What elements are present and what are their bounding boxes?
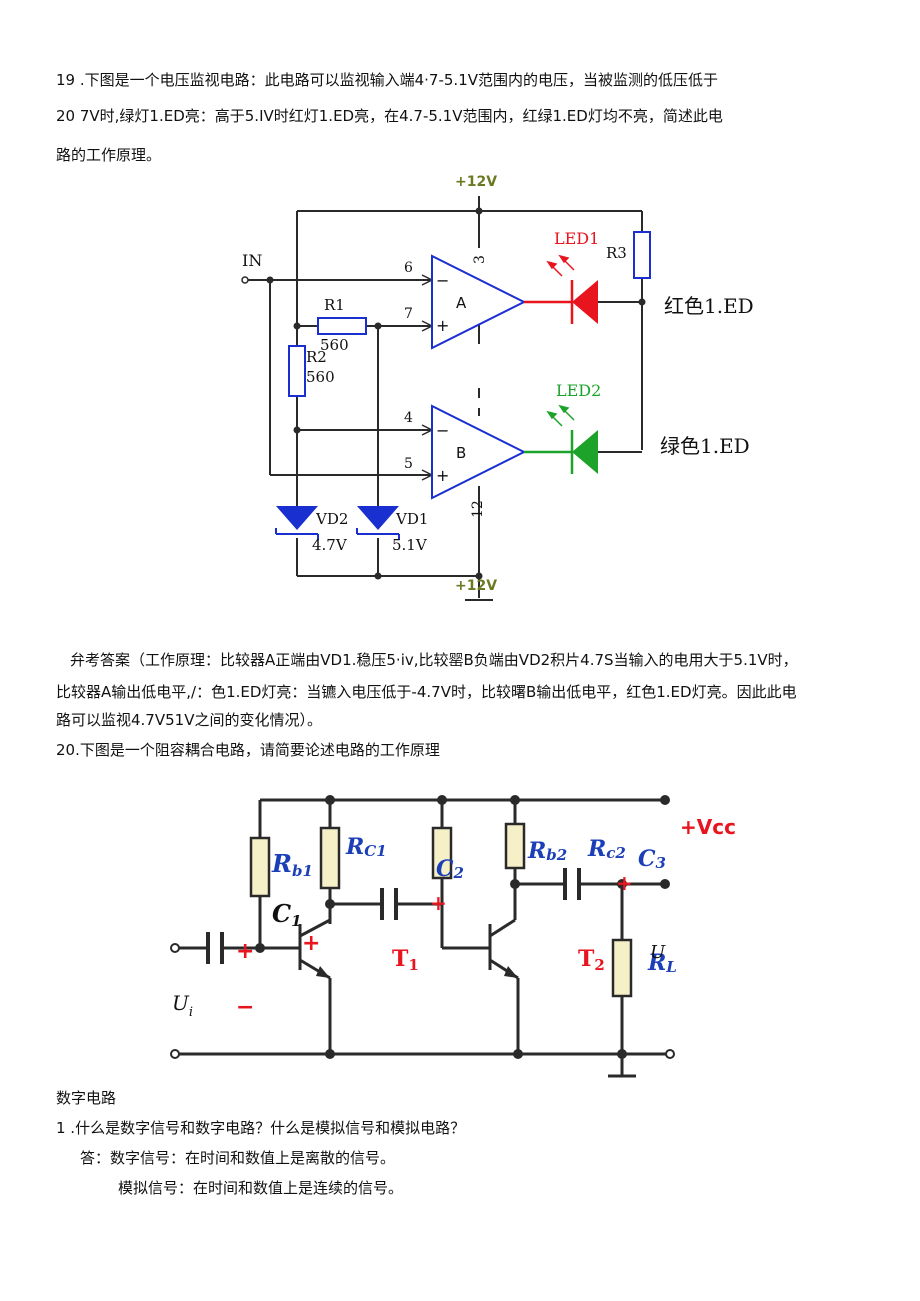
opamp-a-label: A <box>456 294 467 312</box>
r3-label: R3 <box>606 244 627 262</box>
opamp-a-plus: + <box>436 316 449 335</box>
supply-top-label: +12V <box>455 174 497 190</box>
rc2-label: Rc2 <box>587 836 626 862</box>
input-minus: − <box>236 995 254 1020</box>
led1-label: LED1 <box>554 229 599 248</box>
rc-coupled-amplifier-circuit: +Vcc Rb1 RC1 C2 Rb2 Rc2 C3 C1 T1 T2 RL U… <box>170 795 736 1078</box>
input-label: IN <box>242 251 262 270</box>
ui-label: Ui <box>172 991 193 1020</box>
vd1-value: 5.1V <box>392 536 428 554</box>
c2-label: C2 <box>436 856 464 882</box>
uo-label: U <box>650 942 666 963</box>
c3-label: C3 <box>638 846 666 872</box>
answer-19-line-3: 路可以监视4.7V51V之间的变化情况）。 <box>56 711 322 729</box>
q19-line-2: 20 7V时,绿灯1.ED亮：高于5.IV时红灯1.ED亮，在4.7-5.1V范… <box>56 107 723 125</box>
pin-3: 3 <box>472 255 488 264</box>
r2-label: R2 <box>306 348 327 366</box>
vd1-label: VD1 <box>395 510 428 528</box>
pin-4: 4 <box>404 410 413 426</box>
pin-5: 5 <box>404 456 413 472</box>
led2-label: LED2 <box>556 381 601 400</box>
digital-a2: 模拟信号：在时间和数值上是连续的信号。 <box>118 1179 404 1197</box>
voltage-monitor-circuit: A B − + − + <box>241 174 754 601</box>
opamp-b-plus: + <box>436 466 449 485</box>
digital-a1: 答：数字信号：在时间和数值上是离散的信号。 <box>80 1149 396 1167</box>
c1-plus: + <box>236 939 254 964</box>
r1-value: 560 <box>320 336 349 354</box>
digital-heading: 数字电路 <box>56 1089 117 1107</box>
t2-label: T2 <box>578 946 605 974</box>
supply-bottom-label: +12V <box>455 578 497 594</box>
rc1-label: RC1 <box>345 834 387 860</box>
rb1-label: Rb1 <box>271 849 313 880</box>
answer-19-line-2: 比较器A输出低电平,/：色1.ED灯亮：当镳入电压低于-4.7V时，比较曙B输出… <box>56 683 797 701</box>
c2-plus: + <box>430 891 447 915</box>
digital-q1: 1 .什么是数字信号和数字电路？什么是模拟信号和模拟电路？ <box>56 1119 466 1137</box>
rl-label: RL <box>647 950 677 976</box>
vd2-label: VD2 <box>315 510 348 528</box>
r1-label: R1 <box>324 296 345 314</box>
rb2-label: Rb2 <box>527 838 567 864</box>
q20-line-1: 20.下图是一个阻容耦合电路，请简要论述电路的工作原理 <box>56 741 440 759</box>
green-led-label: 绿色1.ED <box>660 434 750 458</box>
q19-line-1: 19 .下图是一个电压监视电路：此电路可以监视输入端4·7-5.1V范围内的电压… <box>56 71 719 89</box>
t1-label: T1 <box>392 946 419 974</box>
opamp-a-minus: − <box>436 271 449 290</box>
pin-7: 7 <box>404 306 413 322</box>
pin-12: 12 <box>470 500 486 518</box>
t1-plus: + <box>302 931 320 956</box>
opamp-b-minus: − <box>436 421 449 440</box>
answer-19-line-1: 弁考答案（工作原理：比较器A正端由VD1.稳压5·iv,比较罂B负端由VD2积片… <box>70 651 798 669</box>
r2-value: 560 <box>306 368 335 386</box>
c1-label: C1 <box>272 899 302 930</box>
vd2-value: 4.7V <box>312 536 348 554</box>
q19-line-3: 路的工作原理。 <box>56 146 162 164</box>
vcc-label: +Vcc <box>680 815 736 839</box>
c3-plus: + <box>616 871 633 895</box>
red-led-label: 红色1.ED <box>664 294 754 318</box>
pin-6: 6 <box>404 260 413 276</box>
opamp-b-label: B <box>456 444 466 462</box>
